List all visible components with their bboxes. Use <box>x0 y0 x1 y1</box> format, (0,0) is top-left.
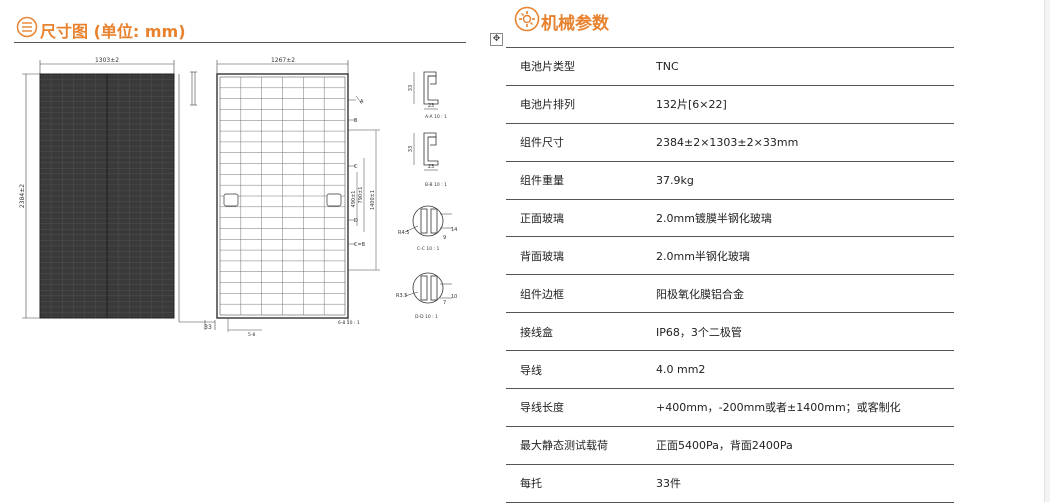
spec-value: 阳极氧化膜铝合金 <box>656 274 954 313</box>
spec-value: 37.9kg <box>656 160 954 200</box>
sec-c-height: 9 <box>443 235 446 241</box>
spec-key: 导线 <box>506 350 656 389</box>
back-width-label: 1267±2 <box>271 57 295 64</box>
spec-key: 电池片排列 <box>506 84 656 124</box>
spec-value: 4.0 mm2 <box>656 350 954 389</box>
callout-d: D <box>354 218 358 224</box>
sec-c-radius: R4.5 <box>398 230 409 236</box>
callout-ce: C=B <box>354 242 366 248</box>
spec-key: 正面玻璃 <box>506 198 656 237</box>
sec-d-width: 10 <box>451 294 457 300</box>
spec-value: +400mm，-200mm或者±1400mm；或客制化 <box>656 388 954 427</box>
sec-a-height: 33 <box>408 85 414 91</box>
spec-value: IP68，3个二极管 <box>656 312 954 351</box>
sec-c-scale: C-C 10 : 1 <box>417 246 439 252</box>
move-icon[interactable]: ✥ <box>490 33 503 46</box>
hole-dim-1: 490±1 <box>351 191 357 208</box>
spec-value: TNC <box>656 47 954 86</box>
sec-b-width: 23 <box>428 164 434 170</box>
spec-key: 每托 <box>506 463 656 503</box>
dimension-drawing: 1303±2 2384±2 33 1267±2 <box>19 57 457 338</box>
spec-key: 组件边框 <box>506 274 656 313</box>
spec-key: 组件重量 <box>506 160 656 200</box>
spec-value: 2.0mm镀膜半钢化玻璃 <box>656 198 954 237</box>
spec-row: 导线长度+400mm，-200mm或者±1400mm；或客制化 <box>506 388 954 427</box>
callout-a: A <box>360 99 364 105</box>
sec-a-scale: A-A 10 : 1 <box>425 114 447 120</box>
sec-b-scale: B-B 10 : 1 <box>425 182 447 188</box>
spec-value: 2.0mm半钢化玻璃 <box>656 236 954 275</box>
sec-b-height: 33 <box>408 146 414 152</box>
spec-row: 最大静态测试载荷正面5400Pa，背面2400Pa <box>506 425 954 465</box>
vertical-scrollbar[interactable] <box>1044 0 1050 502</box>
dimension-section-title: 尺寸图 (单位: mm) <box>40 22 186 41</box>
spec-value: 正面5400Pa，背面2400Pa <box>656 425 954 465</box>
spec-value: 132片[6×22] <box>656 84 954 124</box>
hole-dim-3: 1400±1 <box>370 190 376 210</box>
spec-key: 接线盒 <box>506 312 656 351</box>
bottom-detail-scale: 6-8 10 : 1 <box>338 320 360 326</box>
front-height-label: 2384±2 <box>19 184 26 208</box>
sec-d-radius: R3.5 <box>396 293 407 299</box>
frame-depth-label: 33 <box>204 324 212 331</box>
spec-key: 最大静态测试载荷 <box>506 425 656 465</box>
hole-dim-2: 790±1 <box>358 187 364 204</box>
dimension-section-header: 尺寸图 (单位: mm) <box>14 14 466 43</box>
bottom-detail-label: 5-8 <box>248 332 255 338</box>
spec-key: 背面玻璃 <box>506 236 656 275</box>
callout-b: B <box>354 118 358 124</box>
spec-value: 2384±2×1303±2×33mm <box>656 122 954 162</box>
side-profile <box>178 71 216 330</box>
spec-key: 导线长度 <box>506 388 656 427</box>
sec-d-height: 7 <box>443 300 446 306</box>
sec-c-width: 14 <box>451 227 457 233</box>
section-c <box>404 205 452 237</box>
spec-value: 33件 <box>656 463 954 503</box>
mechanical-section-title: 机械参数 <box>541 14 609 34</box>
sec-a-width: 23 <box>428 103 434 109</box>
mechanical-section-header: 机械参数 <box>514 6 954 42</box>
callout-c: C <box>354 164 358 170</box>
front-width-label: 1303±2 <box>95 57 119 64</box>
section-b <box>413 132 439 171</box>
spec-row: 组件边框阳极氧化膜铝合金 <box>506 274 954 313</box>
list-icon <box>16 16 38 38</box>
spec-key: 电池片类型 <box>506 47 656 86</box>
sec-d-scale: D-D 10 : 1 <box>415 314 438 320</box>
section-a <box>413 71 439 110</box>
spec-key: 组件尺寸 <box>506 122 656 162</box>
gear-icon <box>514 6 540 32</box>
section-d <box>404 272 452 304</box>
